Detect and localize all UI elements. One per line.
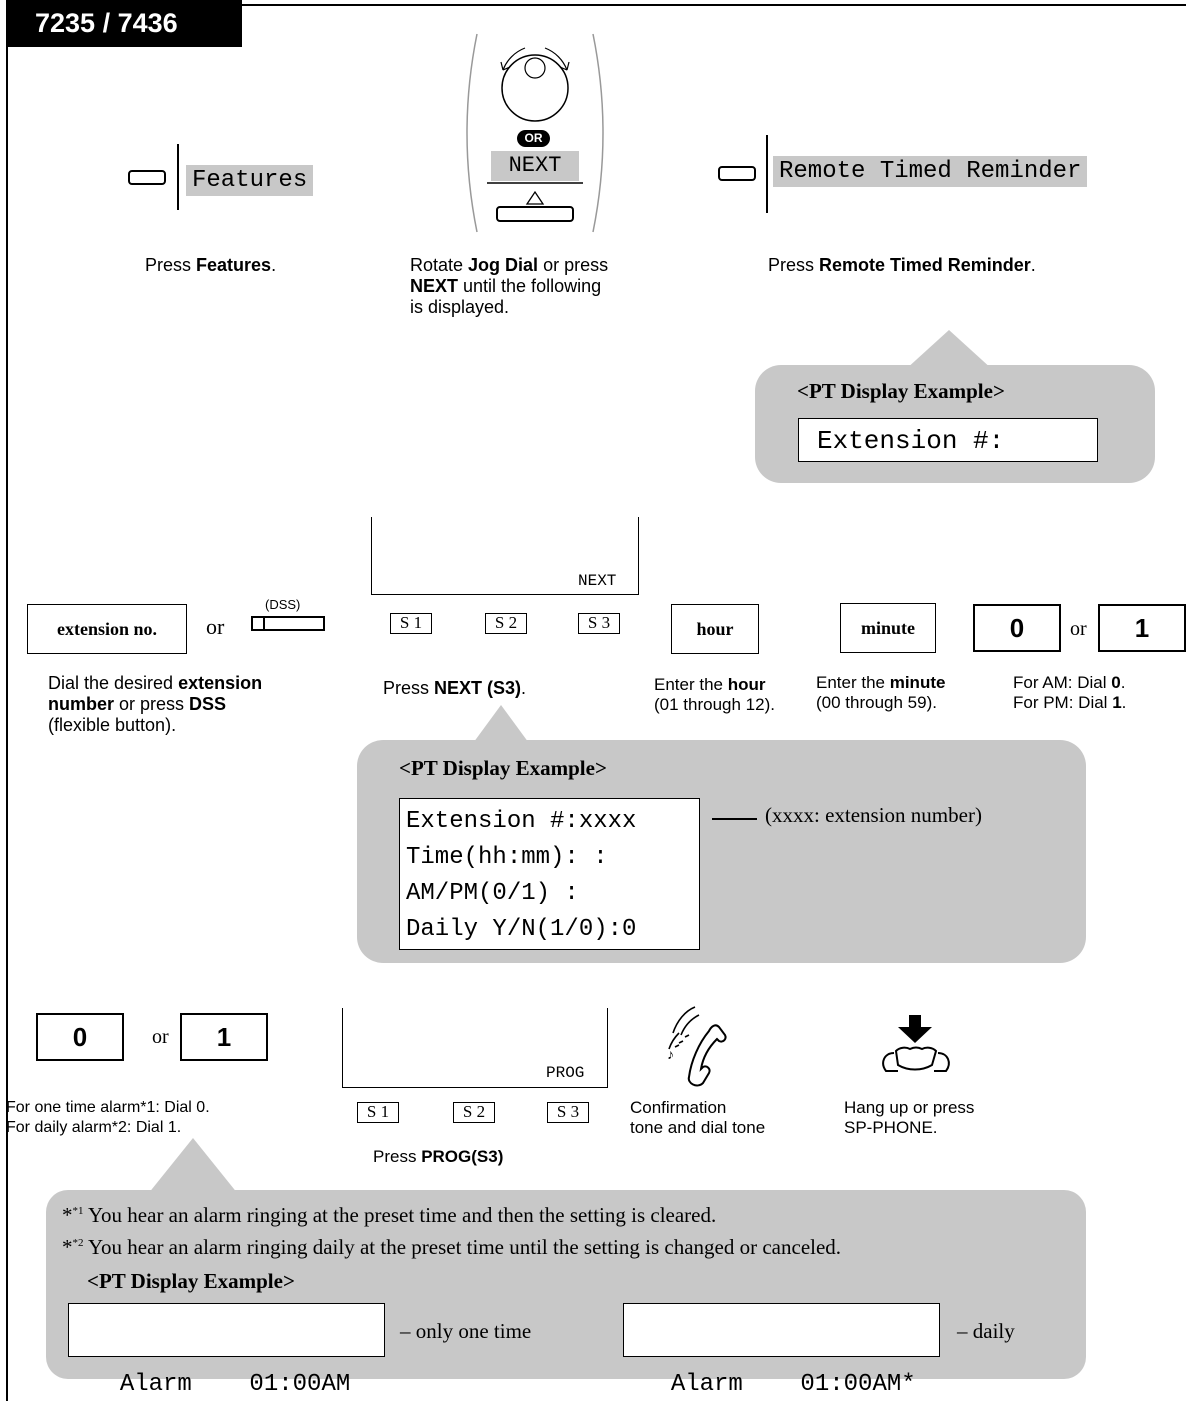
remote-timed-reminder-lcd-label: Remote Timed Reminder [773,156,1088,187]
callout-pointer-2 [468,705,534,750]
or-badge: OR [517,130,550,147]
caption-dial-extension: Dial the desired extension number or pre… [48,673,263,735]
caption-alarm-type: For one time alarm*1: Dial 0. For daily … [6,1099,210,1136]
display-example-title-2: <PT Display Example> [399,756,607,780]
lcd-line-3: AM/PM(0/1) : [406,880,579,907]
footnote-1: **1 You hear an alarm ringing at the pre… [62,1203,717,1227]
display-example-lcd-1: Extension #: [798,418,1098,462]
alarm-daily-text: Alarm 01:00AM* [670,1371,916,1398]
caption-confirmation-tone: Confirmation tone and dial tone [630,1098,766,1137]
alarm-digit-1-key[interactable]: 1 [180,1013,268,1061]
features-lcd-label: Features [186,165,314,196]
alarm-one-time-text: Alarm 01:00AM [119,1371,351,1398]
softkey-screen-2 [342,1008,608,1088]
softkey-screen-prog-label: PROG [546,1064,585,1082]
alarm-lcd-daily: Alarm 01:00AM* [623,1303,940,1398]
s2-key[interactable]: S 2 [485,613,527,634]
caption-enter-minute: Enter the minute (00 through 59). [816,673,946,712]
handset-ringing-icon: ♪ [667,1006,727,1087]
display-example-title-3: <PT Display Example> [87,1269,295,1293]
lcd-line-2: Time(hh:mm): : [406,844,608,871]
caption-enter-hour: Enter the hour (01 through 12). [654,675,775,714]
next-lcd-label: NEXT [491,151,579,181]
lcd-line-4: Daily Y/N(1/0):0 [406,916,637,943]
s3-key-2[interactable]: S 3 [547,1102,589,1123]
label-only-one-time: – only one time [400,1319,532,1343]
footnote-2: **2 You hear an alarm ringing daily at t… [62,1235,842,1259]
caption-rotate-jog: Rotate Jog Dial or press NEXT until the … [410,255,609,317]
lcd-line: Extension #: [817,426,1005,456]
callout-pointer-3 [148,1138,238,1194]
display-example-lcd-2: Extension #:xxxx Time(hh:mm): : AM/PM(0/… [399,798,700,950]
model-tab-label: 7235 / 7436 [35,8,178,38]
note-leader-line [712,818,757,820]
caption-hang-up: Hang up or press SP-PHONE. [844,1098,975,1137]
s1-key-2[interactable]: S 1 [357,1102,399,1123]
digit-1-key[interactable]: 1 [1098,604,1186,652]
s2-key-2[interactable]: S 2 [453,1102,495,1123]
display-example-title-1: <PT Display Example> [797,379,1005,403]
softkey-screen-next-label: NEXT [578,572,617,590]
or-text-2: or [1070,618,1087,640]
jog-dial-icon [501,54,569,122]
up-arrow-icon [525,190,545,205]
feature-soft-button-1[interactable] [128,170,166,185]
feature-soft-button-2[interactable] [718,166,756,181]
svg-text:♪: ♪ [667,1046,674,1062]
extension-no-key[interactable]: extension no. [27,604,187,654]
dss-label: (DSS) [265,597,301,612]
model-tab [6,0,242,47]
alarm-digit-0-key[interactable]: 0 [36,1013,124,1061]
caption-am-pm: For AM: Dial 0. For PM: Dial 1. [1013,673,1127,712]
lcd-line-1: Extension #:xxxx [406,808,637,835]
caption-press-next-s3: Press NEXT (S3). [383,678,527,698]
alarm-lcd-one-time: Alarm 01:00AM [68,1303,385,1398]
lcd-edge-2 [766,135,768,213]
frame-top-rule [6,4,1186,6]
s1-key[interactable]: S 1 [390,613,432,634]
digit-0-key[interactable]: 0 [973,604,1061,652]
callout-pointer-1 [905,330,993,370]
extension-note: (xxxx: extension number) [765,803,982,827]
hang-up-icon [882,1015,950,1072]
frame-left-rule [6,4,8,1401]
minute-key[interactable]: minute [840,603,936,653]
s3-key[interactable]: S 3 [578,613,620,634]
next-soft-button [496,206,574,222]
hour-key[interactable]: hour [671,604,759,654]
label-daily: – daily [957,1319,1015,1343]
lcd-edge-1 [177,144,179,210]
caption-press-prog: Press PROG(S3) [373,1147,504,1166]
dss-button[interactable] [251,616,325,631]
or-text-3: or [152,1026,169,1048]
jog-dial-illustration [466,33,604,233]
softkey-screen-1 [371,517,639,595]
or-text-1: or [206,614,225,639]
caption-press-remote-timed: Press Remote Timed Reminder. [768,255,1036,275]
caption-press-features: Press Features. [145,255,277,275]
